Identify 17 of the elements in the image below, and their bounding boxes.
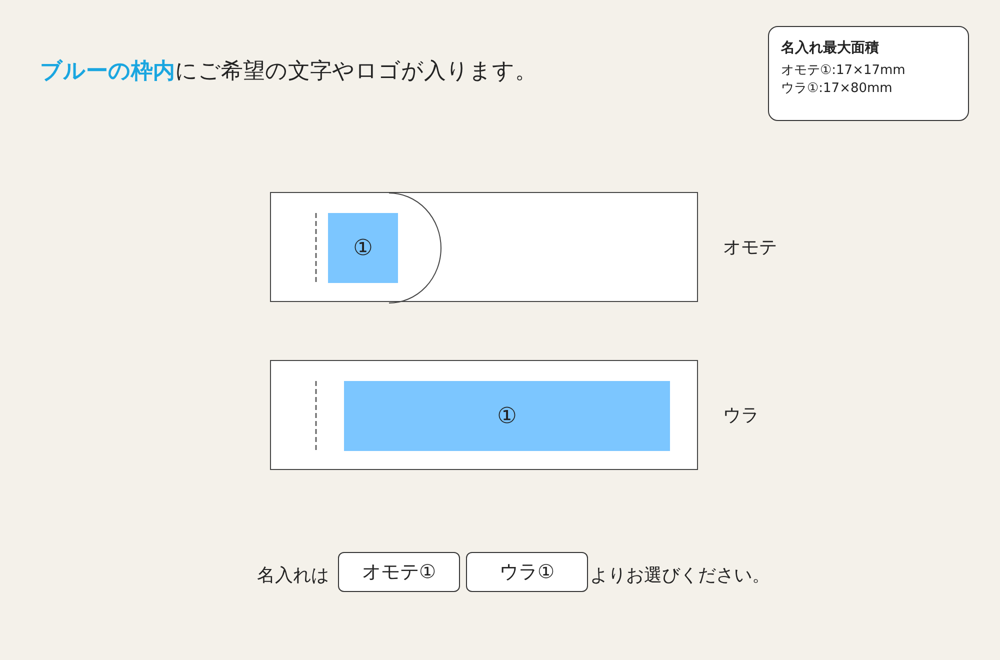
- area-number: ①: [497, 404, 517, 428]
- side-label: オモテ: [723, 236, 777, 259]
- option-box: [338, 552, 460, 592]
- print-area: [328, 213, 398, 283]
- option-label: オモテ①: [362, 560, 436, 585]
- instruction-text: よりお選びください。: [590, 564, 770, 587]
- area-number: ①: [353, 236, 373, 260]
- info-line: ウラ①:17×80mm: [781, 80, 894, 98]
- side-label: ウラ: [723, 404, 759, 427]
- option-box: [466, 552, 588, 592]
- info-line: オモテ①:17×17mm: [781, 62, 906, 80]
- heading: ブルーの枠内にご希望の文字やロゴが入ります。: [40, 58, 537, 86]
- info-box: [768, 26, 969, 121]
- info-heading: 名入れ最大面積: [781, 39, 880, 57]
- instruction-text: 名入れは: [257, 564, 329, 587]
- option-label: ウラ①: [499, 560, 555, 585]
- print-area: [344, 381, 670, 451]
